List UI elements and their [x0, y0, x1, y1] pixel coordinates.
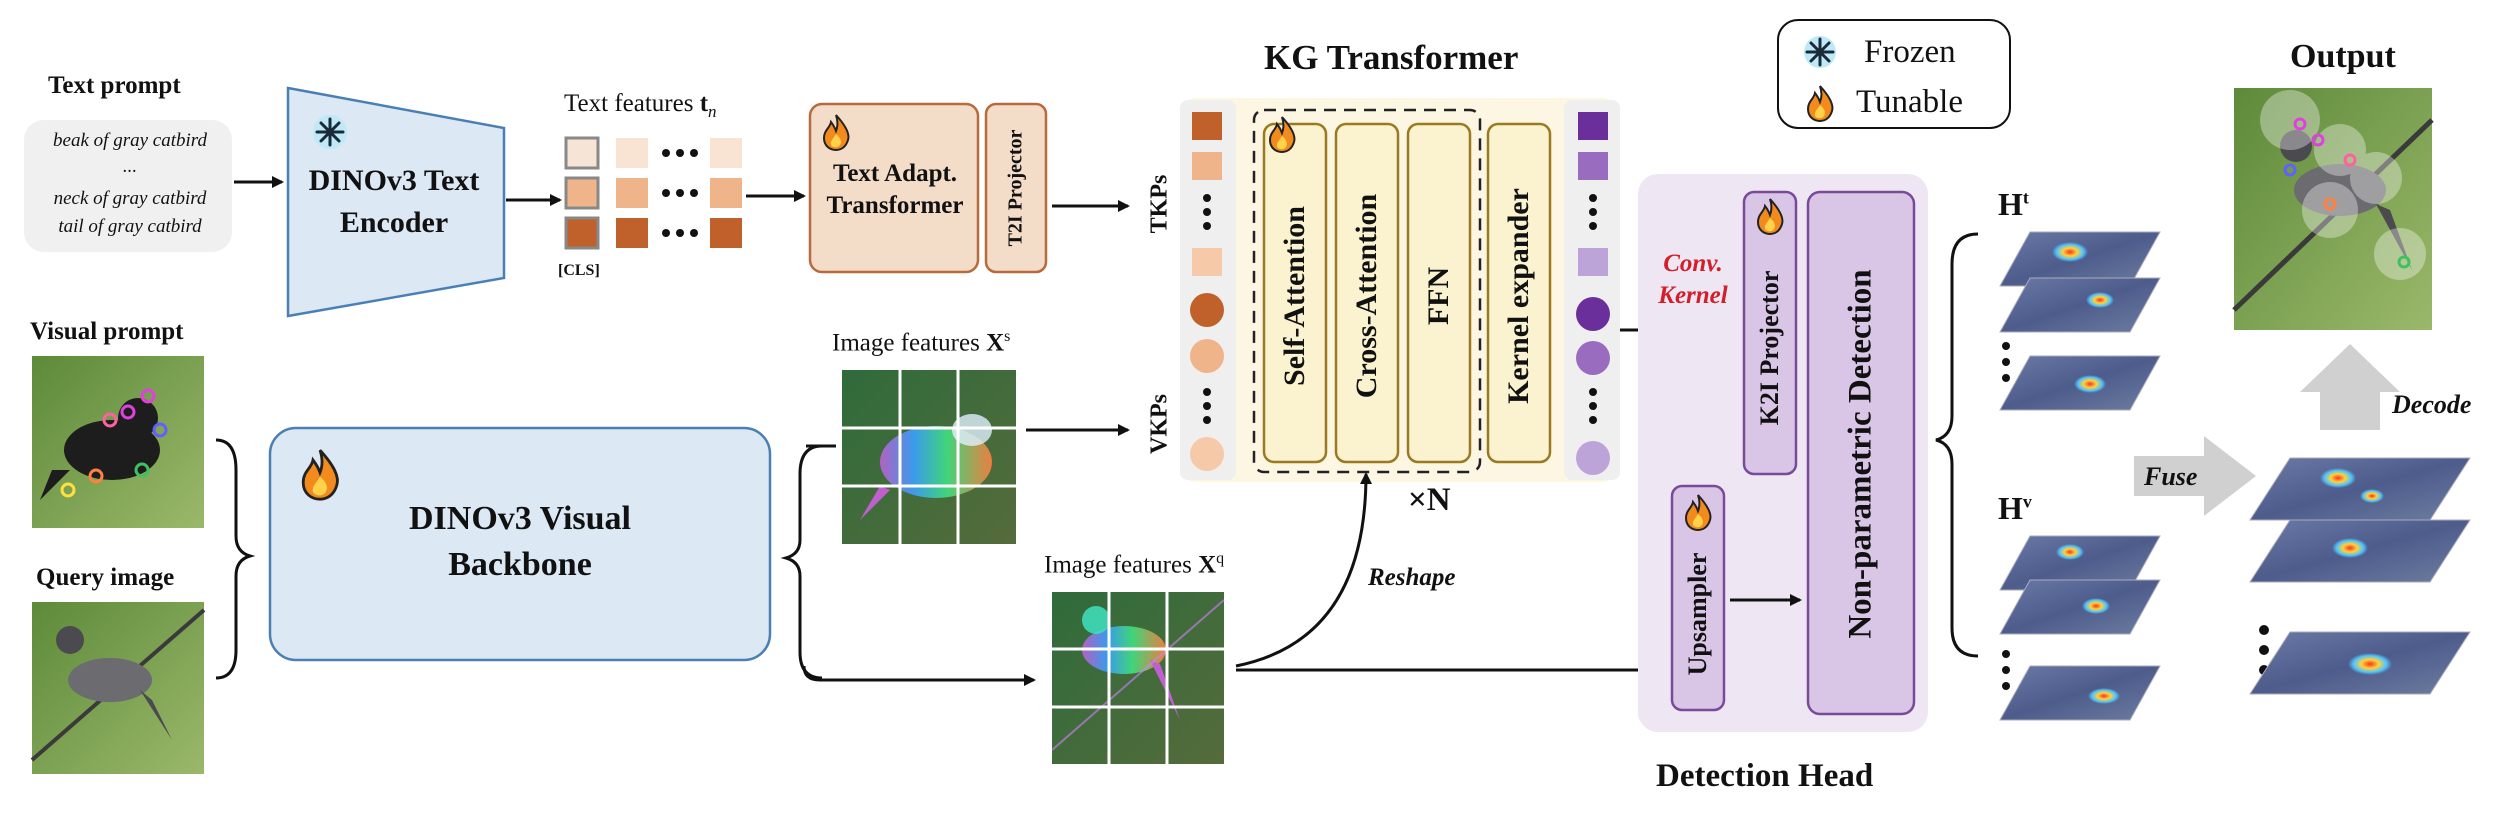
ffn-label: FFN — [1422, 266, 1455, 326]
backbone-label-2: Backbone — [448, 546, 592, 583]
cls-token-label: [CLS] — [558, 262, 600, 279]
text-prompt-box — [24, 120, 232, 252]
fused-heatmaps — [2249, 457, 2471, 695]
snowflake-icon — [313, 115, 347, 149]
output-title: Output — [2290, 38, 2396, 75]
kg-transformer-title: KG Transformer — [1264, 38, 1519, 77]
visual-prompt-image — [32, 356, 204, 528]
visual-backbone-block — [268, 426, 772, 662]
decode-arrow — [2300, 344, 2400, 430]
k2i-projector-label: K2I Projector — [1755, 270, 1784, 426]
heatmap-stack-hv — [1999, 535, 2161, 721]
decode-label: Decode — [2392, 390, 2472, 419]
backbone-label-1: DINOv3 Visual — [409, 500, 631, 537]
image-features-xq-text: Image features — [1044, 551, 1199, 579]
image-features-xq — [1051, 592, 1225, 764]
image-features-xq-sup: q — [1216, 550, 1225, 567]
flame-icon — [1806, 85, 1834, 123]
heatmap-ht-sup: t — [2022, 187, 2029, 208]
head-brace — [1935, 232, 1979, 658]
heatmap-ht-label: Ht — [1998, 186, 2029, 223]
heatmap-stack-ht — [1999, 231, 2161, 411]
image-features-xs-label: Image features Xs — [832, 328, 1010, 357]
image-features-xs-text: Image features — [832, 329, 987, 357]
heatmap-hv-label: Hv — [1998, 490, 2032, 527]
flame-icon — [1268, 116, 1296, 154]
heatmap-hv-symbol: H — [1998, 490, 2023, 526]
input-brace — [215, 438, 256, 680]
visual-prompt-title: Visual prompt — [30, 318, 184, 345]
text-features-symbol: t — [699, 90, 709, 117]
detection-head — [1638, 174, 1928, 732]
reshape-label: Reshape — [1368, 564, 1456, 591]
image-features-xq-symbol: X — [1198, 551, 1217, 579]
text-features-grid — [564, 136, 742, 250]
conv-kernel-label-1: Conv. — [1663, 250, 1723, 277]
text-prompt-title: Text prompt — [48, 72, 181, 99]
fuse-label: Fuse — [2144, 462, 2198, 491]
flame-icon — [1756, 198, 1784, 236]
conv-kernel-label-2: Kernel — [1658, 282, 1728, 309]
text-adapter-block — [808, 102, 1048, 274]
fuse-arrow — [2134, 436, 2256, 516]
upsampler-label: Upsampler — [1683, 552, 1712, 676]
legend — [1777, 19, 2011, 129]
image-features-xs — [842, 370, 1016, 544]
text-features-subscript: n — [708, 102, 717, 121]
text-prompt-line-3: neck of gray catbird — [53, 188, 207, 209]
text-adapter-label-2: Transformer — [826, 192, 964, 219]
detection-head-title: Detection Head — [1656, 758, 1874, 794]
heatmap-hv-sup: v — [2022, 491, 2032, 512]
tkps-label: TKPs — [1146, 174, 1173, 234]
repeat-n-label: ×N — [1408, 482, 1451, 518]
text-prompt-line-1: beak of gray catbird — [53, 130, 207, 151]
heatmap-ht-symbol: H — [1998, 186, 2023, 222]
image-features-xq-label: Image features Xq — [1044, 550, 1224, 579]
kg-transformer — [1180, 98, 1620, 482]
text-features-text: Text features — [564, 90, 700, 117]
text-features-label: Text features tn — [564, 90, 717, 122]
text-adapter-label-1: Text Adapt. — [832, 160, 958, 187]
text-prompt-line-4: tail of gray catbird — [58, 216, 202, 237]
self-attention-label: Self-Attention — [1278, 206, 1311, 386]
backbone-brace — [780, 444, 823, 680]
vkps-label: VKPs — [1146, 394, 1173, 454]
text-encoder-block — [286, 86, 506, 318]
query-image-title: Query image — [36, 564, 175, 591]
flame-icon — [301, 449, 339, 501]
legend-frozen-label: Frozen — [1864, 34, 1956, 70]
flame-icon — [822, 114, 850, 152]
flame-icon — [1684, 494, 1712, 532]
text-prompt-line-2: ... — [122, 156, 138, 177]
output-image — [2232, 88, 2434, 330]
t2i-projector-label: T2I Projector — [1004, 129, 1027, 247]
kernel-expander-label: Kernel expander — [1502, 188, 1535, 404]
text-encoder-label-2: Encoder — [339, 206, 449, 239]
text-encoder-label-1: DINOv3 Text — [308, 164, 480, 197]
cross-attention-label: Cross-Attention — [1350, 193, 1383, 399]
query-image — [30, 602, 206, 774]
legend-tunable-label: Tunable — [1856, 84, 1963, 120]
nonparam-detection-label: Non-parametric Detection — [1842, 269, 1879, 639]
image-features-xs-symbol: X — [986, 329, 1005, 357]
image-features-xs-sup: s — [1004, 328, 1011, 345]
snowflake-icon — [1804, 36, 1836, 68]
